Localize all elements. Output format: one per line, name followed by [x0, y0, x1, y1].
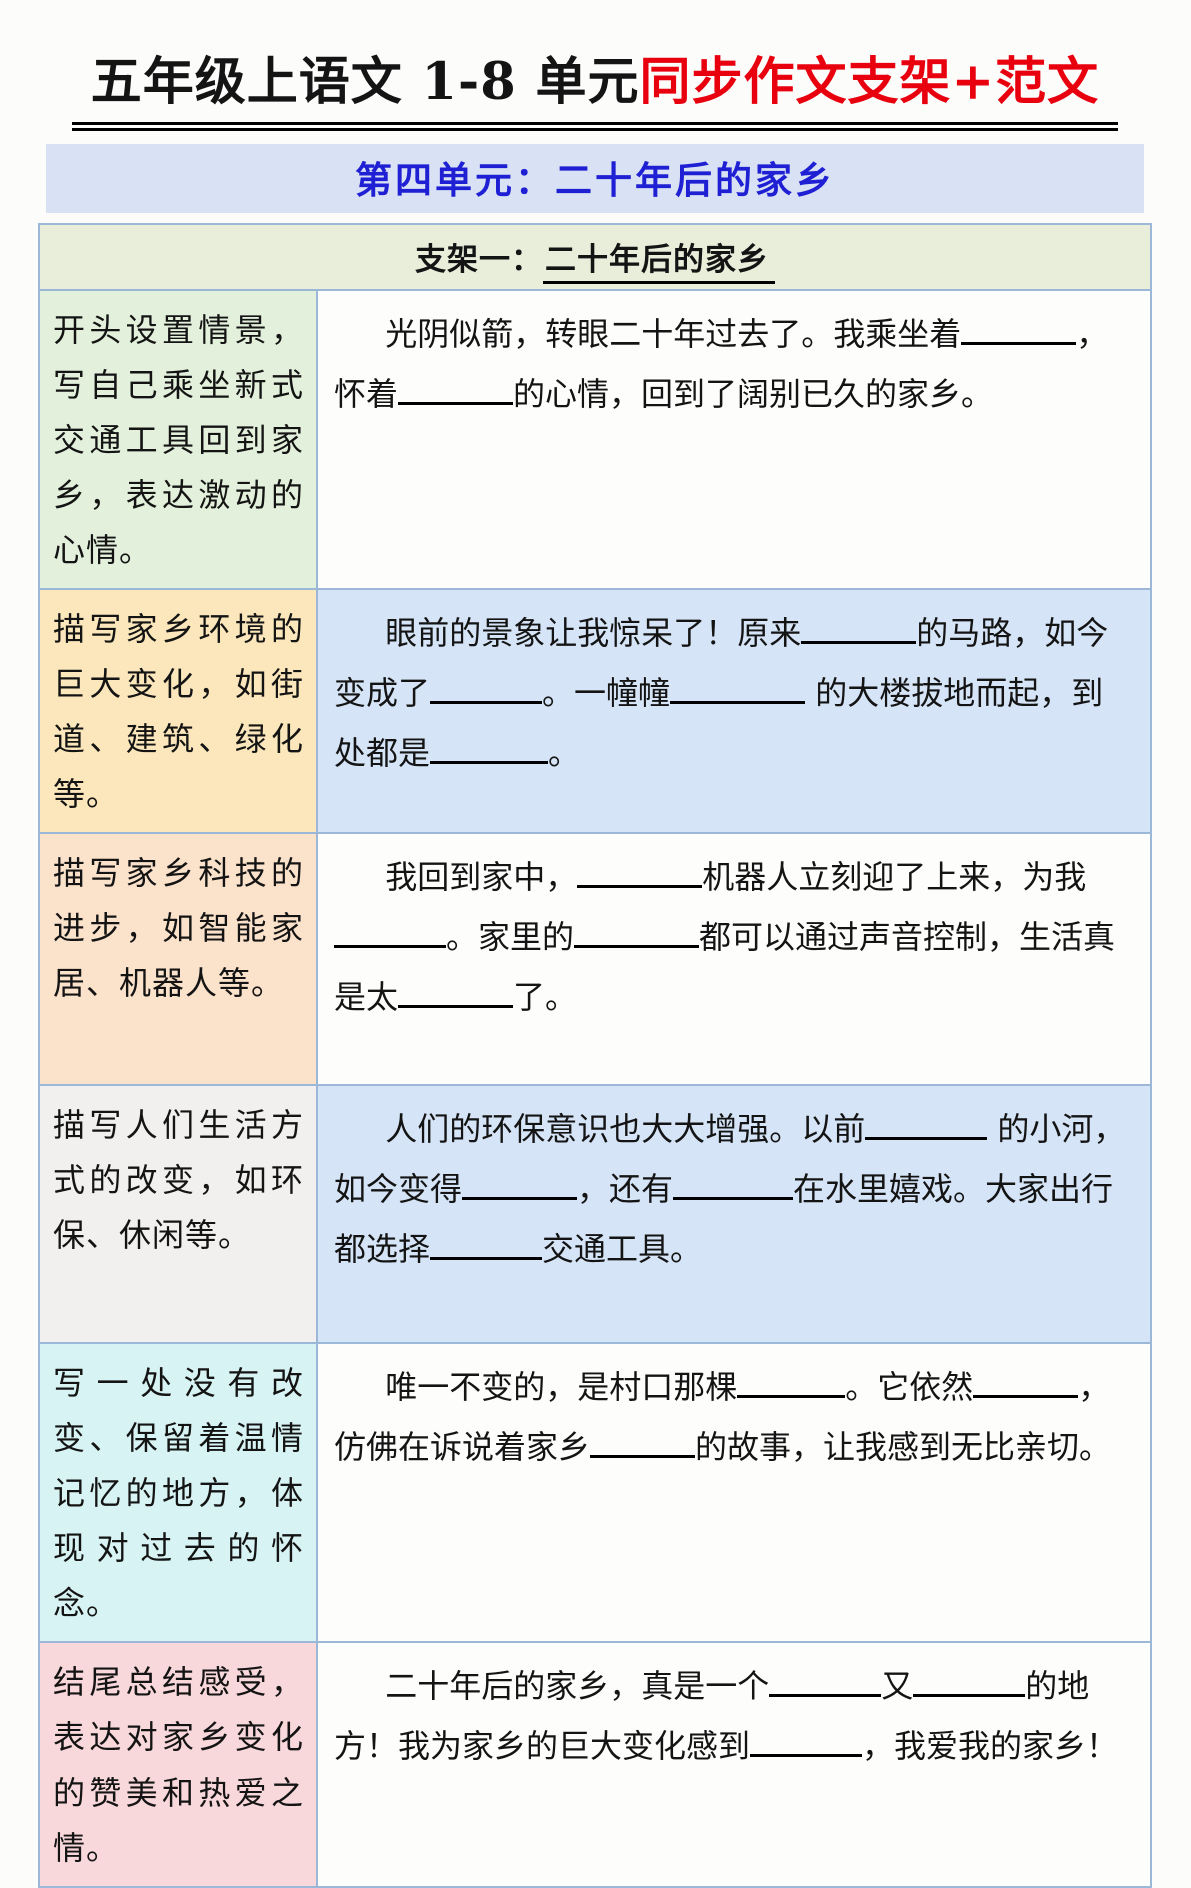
content-text: 的故事，让我感到无比亲切。	[695, 1428, 1112, 1467]
content-text: 机器人立刻迎了上来，为我	[702, 858, 1087, 897]
table-row: 描写家乡环境的巨大变化，如街道、建筑、绿化等。 眼前的景象让我惊呆了！原来的马路…	[40, 590, 1150, 835]
fill-in-blank	[590, 1428, 696, 1459]
page-title: 五年级上语文 1-8 单元同步作文支架+范文	[72, 40, 1118, 131]
table-row: 写一处没有改变、保留着温情记忆的地方，体现对过去的怀 念。 唯一不变的，是村口那…	[40, 1344, 1150, 1644]
fill-in-blank	[865, 1110, 988, 1141]
content-text: 又	[881, 1667, 914, 1706]
table-row: 结尾总结感受，表达对家乡变化的赞美和热爱之情。 二十年后的家乡，真是一个又的地方…	[40, 1643, 1150, 1886]
fill-in-blank	[574, 918, 700, 949]
row-content-text: 光阴似箭，转眼二十年过去了。我乘坐着，怀着的心情，回到了阔别已久的家乡。	[334, 305, 1132, 425]
fill-in-blank	[430, 733, 549, 764]
fill-in-blank	[750, 1727, 863, 1758]
row-note-cell: 描写家乡环境的巨大变化，如街道、建筑、绿化等。	[40, 590, 318, 833]
content-text: 的大楼拔地而起，到处都是	[334, 673, 1104, 772]
content-text: 人们的环保意识也大大增强。以前	[385, 1110, 866, 1149]
fill-in-blank	[430, 1230, 543, 1260]
table-body: 开头设置情景，写自己乘坐新式交通工具回到家乡，表达激动的心情。 光阴似箭，转眼二…	[40, 291, 1150, 1886]
row-note-cell: 写一处没有改变、保留着温情记忆的地方，体现对过去的怀 念。	[40, 1344, 318, 1642]
content-text: ，仿佛在诉说着家乡	[334, 1368, 1111, 1467]
fill-in-blank	[430, 674, 543, 704]
content-text: 眼前的景象让我惊呆了！原来	[385, 614, 802, 653]
content-text: 。一幢幢	[542, 673, 671, 712]
content-text: 。它依然	[845, 1368, 974, 1407]
content-text: ，还有	[577, 1170, 674, 1209]
fill-in-blank	[961, 315, 1077, 345]
content-text: 都可以通过声音控制，生活真是太	[334, 918, 1116, 1016]
row-content-cell: 光阴似箭，转眼二十年过去了。我乘坐着，怀着的心情，回到了阔别已久的家乡。	[318, 291, 1150, 589]
table-header-topic: 二十年后的家乡	[543, 242, 775, 284]
row-content-cell: 人们的环保意识也大大增强。以前 的小河，如今变得，还有在水里嬉戏。大家出行都选择…	[318, 1086, 1150, 1343]
table-row: 描写家乡科技的进步，如智能家居、机器人等。 我回到家中， 机器人立刻迎了上来，为我…	[40, 834, 1150, 1087]
fill-in-blank	[801, 614, 917, 645]
row-note-cell: 描写家乡科技的进步，如智能家居、机器人等。	[40, 834, 318, 1085]
fill-in-blank	[769, 1667, 882, 1698]
fill-in-blank	[737, 1368, 846, 1399]
content-text: 的小河，如今变得	[334, 1110, 1126, 1209]
fill-in-blank	[398, 374, 514, 405]
row-content-cell: 唯一不变的，是村口那棵 。它依然，仿佛在诉说着家乡的故事，让我感到无比亲切。	[318, 1344, 1150, 1642]
fill-in-blank	[670, 674, 806, 704]
table-row: 描写人们生活方式的改变，如环保、休闲等。 人们的环保意识也大大增强。以前 的小河…	[40, 1086, 1150, 1345]
fill-in-blank	[577, 858, 703, 889]
fill-in-blank	[334, 918, 446, 949]
content-text: 的马路，如今变成了	[334, 614, 1109, 712]
table-row: 开头设置情景，写自己乘坐新式交通工具回到家乡，表达激动的心情。 光阴似箭，转眼二…	[40, 291, 1150, 591]
content-text: 的心情，回到了阔别已久的家乡。	[513, 374, 994, 413]
content-text: 。	[548, 733, 581, 772]
content-text: 在水里嬉戏。大家出行都选择	[334, 1170, 1114, 1268]
content-text: 交通工具。	[542, 1229, 703, 1268]
content-text: 我回到家中，	[385, 858, 578, 897]
table-header: 支架一：二十年后的家乡	[40, 225, 1150, 291]
table-header-prefix: 支架一：	[415, 242, 543, 278]
row-content-cell: 我回到家中， 机器人立刻迎了上来，为我。家里的都可以通过声音控制，生活真是太了。	[318, 834, 1150, 1085]
fill-in-blank	[398, 978, 514, 1008]
content-text: 了。	[513, 977, 578, 1016]
scaffold-table: 支架一：二十年后的家乡 开头设置情景，写自己乘坐新式交通工具回到家乡，表达激动的…	[38, 223, 1152, 1888]
row-content-text: 我回到家中， 机器人立刻迎了上来，为我。家里的都可以通过声音控制，生活真是太了。	[334, 848, 1132, 1027]
row-note-cell: 描写人们生活方式的改变，如环保、休闲等。	[40, 1086, 318, 1343]
fill-in-blank	[913, 1667, 1026, 1698]
row-content-text: 二十年后的家乡，真是一个又的地方！我为家乡的巨大变化感到，我爱我的家乡！	[334, 1657, 1132, 1777]
row-content-cell: 二十年后的家乡，真是一个又的地方！我为家乡的巨大变化感到，我爱我的家乡！	[318, 1643, 1150, 1886]
row-note-cell: 开头设置情景，写自己乘坐新式交通工具回到家乡，表达激动的心情。	[40, 291, 318, 589]
row-content-text: 人们的环保意识也大大增强。以前 的小河，如今变得，还有在水里嬉戏。大家出行都选择…	[334, 1100, 1132, 1279]
page-title-black-part: 五年级上语文 1-8 单元	[90, 52, 640, 112]
unit-banner: 第四单元：二十年后的家乡	[46, 144, 1144, 213]
content-text: 。家里的	[446, 918, 575, 957]
row-note-cell: 结尾总结感受，表达对家乡变化的赞美和热爱之情。	[40, 1643, 318, 1886]
fill-in-blank	[462, 1170, 578, 1201]
content-text: 光阴似箭，转眼二十年过去了。我乘坐着	[385, 315, 962, 353]
content-text: 二十年后的家乡，真是一个	[385, 1667, 770, 1706]
content-text: ，怀着	[334, 315, 1109, 413]
content-text: ，我爱我的家乡！	[862, 1727, 1119, 1766]
row-content-cell: 眼前的景象让我惊呆了！原来的马路，如今变成了。一幢幢 的大楼拔地而起，到处都是。	[318, 590, 1150, 833]
fill-in-blank	[673, 1170, 794, 1201]
content-text: 唯一不变的，是村口那棵	[385, 1368, 738, 1407]
page-title-red-part: 同步作文支架+范文	[639, 52, 1100, 112]
row-content-text: 唯一不变的，是村口那棵 。它依然，仿佛在诉说着家乡的故事，让我感到无比亲切。	[334, 1358, 1132, 1478]
fill-in-blank	[973, 1368, 1079, 1399]
row-content-text: 眼前的景象让我惊呆了！原来的马路，如今变成了。一幢幢 的大楼拔地而起，到处都是。	[334, 604, 1132, 783]
